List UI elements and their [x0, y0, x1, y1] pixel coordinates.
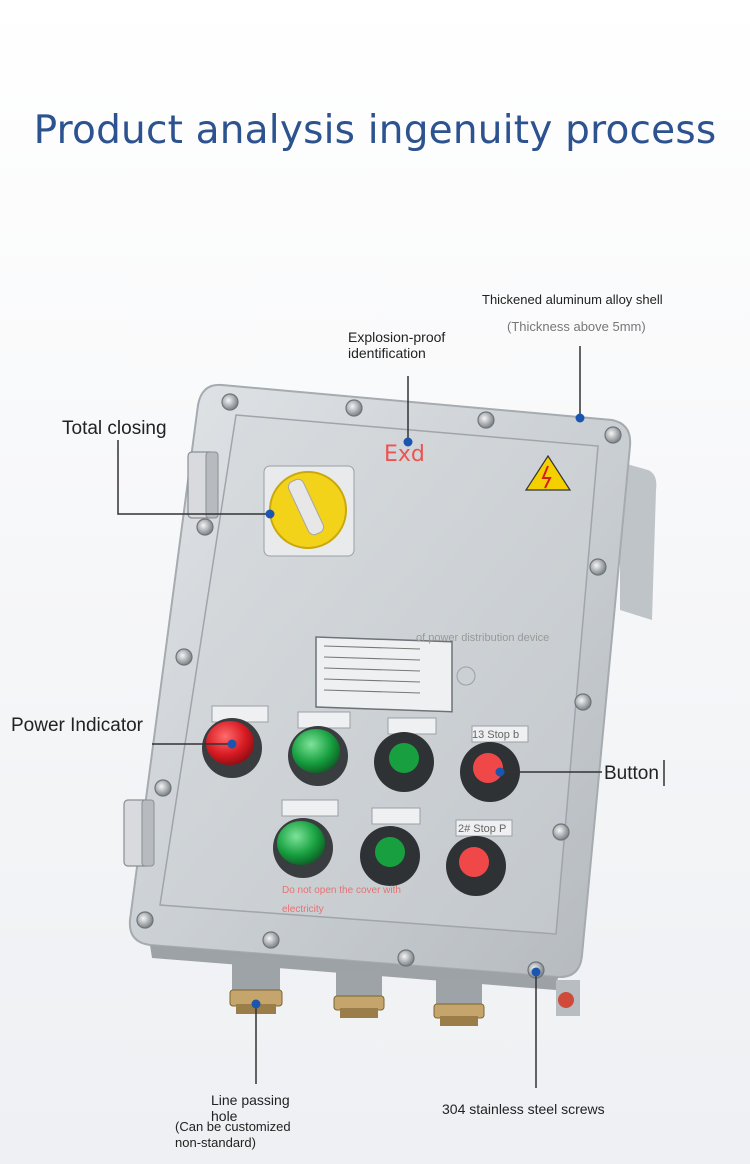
- button-green-bottom: [360, 826, 420, 886]
- button-red-top: [460, 742, 520, 802]
- label-total-closing: Total closing: [62, 418, 167, 439]
- button-green-top: [374, 732, 434, 792]
- callout-dots: [227, 413, 585, 1009]
- label-shell-note: (Thickness above 5mm): [507, 319, 646, 334]
- label-line-hole-2: hole: [211, 1108, 238, 1124]
- label-power-indicator: Power Indicator: [11, 715, 144, 736]
- indicator-green-bottom: [273, 818, 333, 878]
- ground-bolt: [556, 980, 580, 1016]
- label-button: Button: [604, 763, 659, 784]
- warning-sign: [524, 454, 572, 491]
- stop-label-top: 13 Stop b: [472, 729, 520, 741]
- stop-label-bottom: 2# Stop P: [458, 823, 507, 835]
- button-red-bottom: [446, 836, 506, 896]
- indicator-green-top: [288, 726, 348, 786]
- rotary-switch: [263, 465, 355, 557]
- callout-lines: [117, 346, 665, 1088]
- label-line-hole-note-1: (Can be customized: [175, 1119, 291, 1134]
- label-screws: 304 stainless steel screws: [442, 1101, 605, 1117]
- label-explosion-proof-2: identification: [348, 345, 426, 361]
- nameplate: [315, 636, 476, 713]
- lid-screws: [136, 393, 622, 979]
- page-title: Product analysis ingenuity process: [33, 108, 717, 153]
- hinge-bottom: [123, 799, 155, 867]
- hinge-top: [187, 451, 219, 519]
- nameplate-caption: of power distribution device: [416, 632, 550, 644]
- label-line-hole-note-2: non-standard): [175, 1135, 256, 1150]
- label-shell: Thickened aluminum alloy shell: [482, 292, 663, 307]
- warning-text: Do not open the cover with: [282, 885, 401, 896]
- label-explosion-proof-1: Explosion-proof: [348, 329, 446, 345]
- exd-mark: Exd: [384, 442, 425, 467]
- label-line-hole-1: Line passing: [211, 1092, 290, 1108]
- warning-text-2: electricity: [282, 904, 324, 915]
